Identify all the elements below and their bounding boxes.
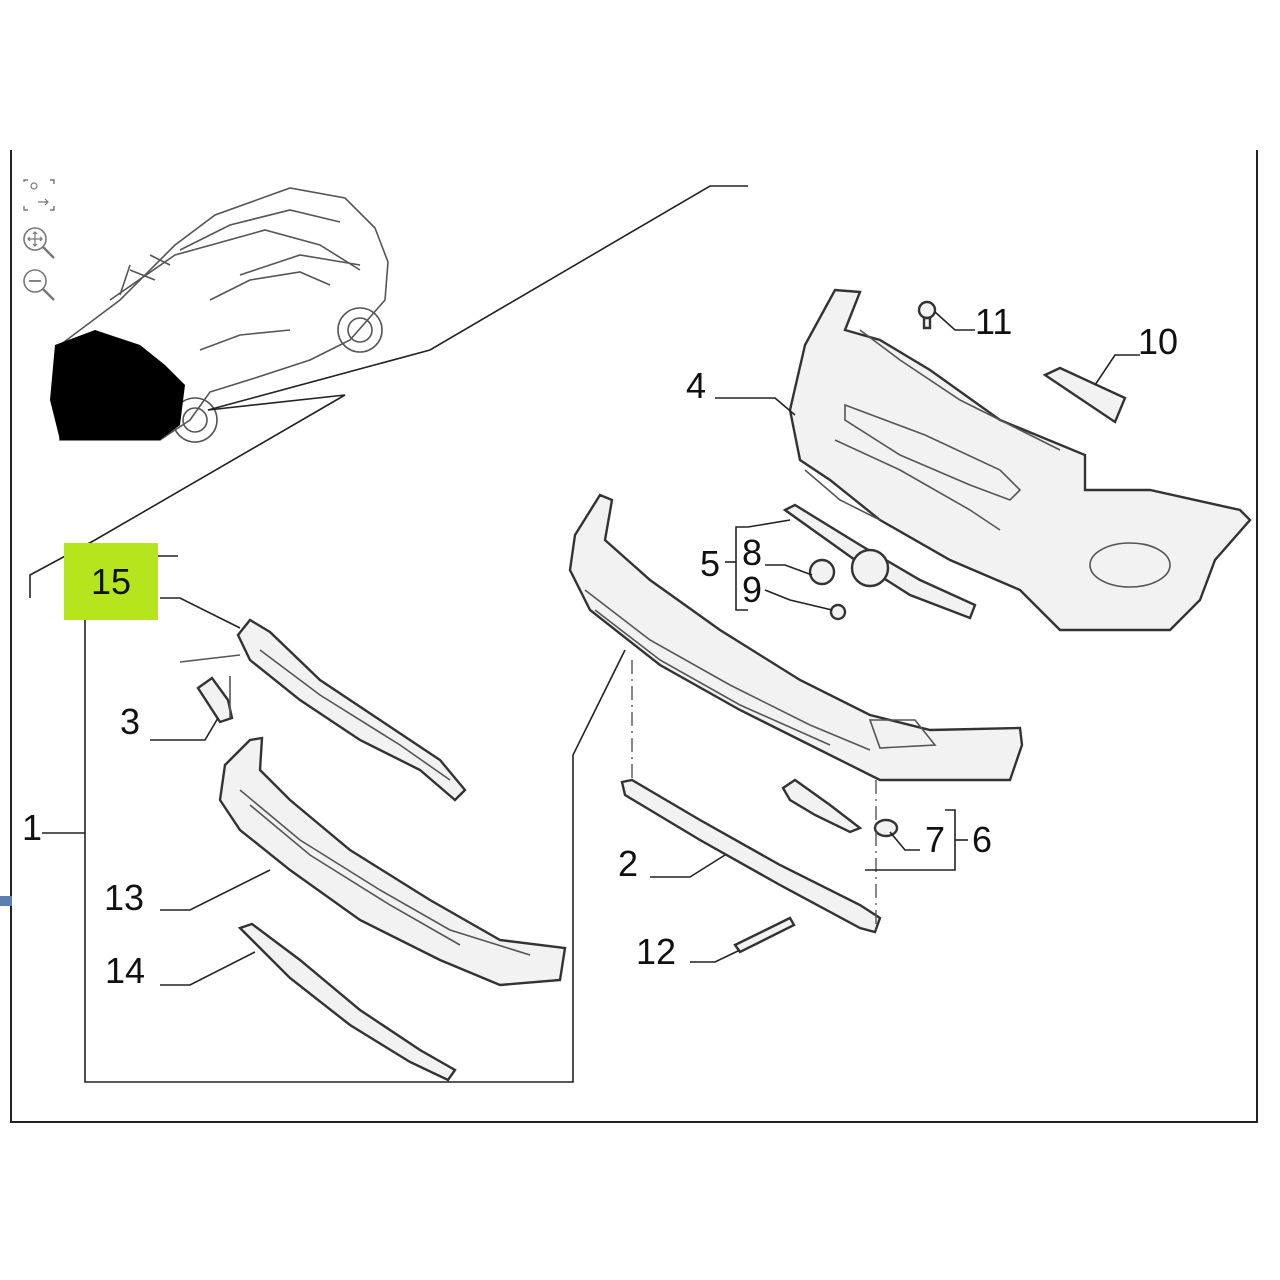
callout-15: 15 (90, 560, 132, 602)
callout-12: 12 (636, 931, 676, 972)
part-11-clip (917, 300, 937, 330)
zoom-out-icon[interactable] (20, 266, 58, 304)
callout-4: 4 (686, 365, 706, 406)
alignment-lines (631, 660, 877, 930)
vehicle-overview (50, 187, 389, 443)
part-10-bracket (1042, 366, 1127, 424)
edge-marker (0, 896, 12, 906)
callout-15-highlight[interactable]: 15 (64, 543, 158, 620)
callout-3: 3 (120, 701, 140, 742)
callout-8: 8 (742, 532, 762, 573)
callout-10: 10 (1138, 321, 1178, 362)
callout-13: 13 (104, 877, 144, 918)
part-6-cover (781, 778, 863, 834)
part-8-grille-trim (782, 503, 977, 620)
part-9-clip (829, 603, 847, 621)
part-2-strip (620, 778, 882, 934)
part-7-cap (873, 818, 899, 838)
part-lower-bumper-cover (568, 493, 1024, 782)
callout-1: 1 (22, 807, 42, 848)
callout-11: 11 (975, 301, 1012, 342)
part-14-trim-strip (237, 922, 457, 1082)
callout-7: 7 (925, 819, 945, 860)
diagram-frame (10, 150, 1258, 1123)
part-4-front-bumper (788, 288, 1252, 632)
part-12-clip (733, 916, 796, 954)
fit-view-icon[interactable] (20, 176, 58, 214)
callout-9: 9 (742, 569, 762, 610)
leader-lines (150, 311, 1140, 986)
front-bumper-highlight (50, 330, 185, 440)
part-3-bracket (179, 654, 241, 724)
pan-zoom-icon[interactable] (20, 224, 58, 262)
callout-14: 14 (105, 950, 145, 991)
callout-6: 6 (972, 819, 992, 860)
callout-2: 2 (618, 843, 638, 884)
callout-5: 5 (700, 543, 720, 584)
part-13-lower-grille (218, 736, 567, 987)
part-15-upper-trim (236, 618, 467, 802)
group-brackets (42, 519, 968, 1083)
